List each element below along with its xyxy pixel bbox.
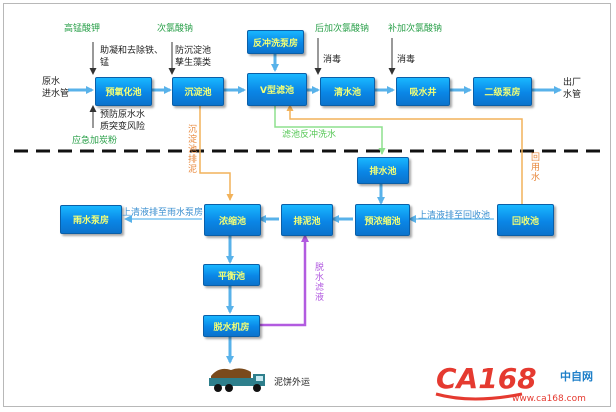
sed-sludge-line [199, 104, 234, 201]
label-naclo: 次氯酸钠 [157, 24, 194, 34]
sludge-truck-icon [209, 368, 265, 392]
box-sedimentation: 沉淀池 [172, 77, 224, 106]
box-pre-thickener: 预浓缩池 [355, 204, 410, 236]
label-raw-inlet-2: 进水管 [42, 89, 70, 99]
label-kmno4: 高锰酸钾 [64, 24, 101, 34]
label-rain-supernatant: 上清液排至雨水泵房 [122, 208, 204, 218]
ca168-swoosh-icon [435, 392, 523, 401]
label-risk-1: 预防原水水 [100, 110, 146, 120]
label-algae-2: 孳生藻类 [175, 58, 212, 68]
label-raw-inlet-1: 原水 [42, 77, 61, 87]
box-backwash-pump: 反冲洗泵房 [247, 30, 304, 54]
reuse-water-line [286, 104, 523, 204]
label-cake-out: 泥饼外运 [274, 378, 311, 388]
logo-tag-2: www.ca168.com [512, 394, 586, 404]
logo-tag-1: 中自网 [560, 370, 593, 383]
box-rain-pump: 雨水泵房 [60, 205, 122, 234]
label-outlet-1: 出厂 [563, 78, 582, 88]
box-suction-well: 吸水井 [396, 77, 450, 106]
label-post-naclo: 后加次氯酸钠 [315, 24, 370, 34]
label-disinfect-1: 消毒 [323, 55, 342, 65]
box-balance: 平衡池 [203, 264, 260, 286]
label-dewater-filtrate: 脱水滤液 [313, 262, 323, 302]
label-coag-2: 锰 [100, 58, 110, 68]
label-reuse-water: 回用水 [529, 152, 539, 182]
logo-brand: CA168 [436, 362, 537, 395]
box-sludge-pool: 排泥池 [281, 204, 333, 236]
box-thickener: 浓缩池 [204, 204, 261, 236]
label-supp-naclo: 补加次氯酸钠 [388, 24, 443, 34]
box-clear-water: 清水池 [320, 77, 375, 106]
box-pre-oxidation: 预氧化池 [95, 77, 152, 106]
label-algae-1: 防沉淀池 [175, 46, 212, 56]
backwash-water-line [274, 104, 386, 155]
label-sed-sludge: 沉淀池排泥 [186, 124, 196, 174]
diagram-frame [3, 3, 611, 407]
label-outlet-2: 水管 [563, 90, 582, 100]
box-second-pump: 二级泵房 [473, 77, 532, 106]
label-backwash-water: 滤池反冲洗水 [282, 130, 337, 140]
label-risk-2: 质突变风险 [100, 122, 146, 132]
label-coag-1: 助凝和去除铁、 [100, 46, 164, 56]
box-recovery: 回收池 [497, 204, 554, 236]
filtrate-line [258, 234, 309, 327]
box-v-filter: V型滤池 [247, 73, 307, 106]
label-emergency-pac: 应急加炭粉 [72, 136, 118, 146]
box-drainage: 排水池 [357, 157, 409, 184]
label-disinfect-2: 消毒 [397, 55, 416, 65]
ca168-logo: CA168 中自网 www.ca168.com [432, 364, 610, 408]
label-recover-supernatant: 上清液排至回收池 [418, 211, 491, 221]
box-dewatering: 脱水机房 [203, 315, 260, 337]
